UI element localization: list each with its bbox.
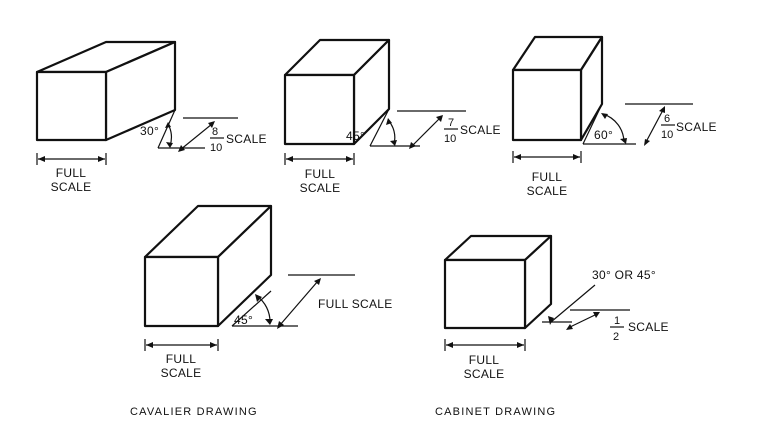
angle-label: 30° — [140, 124, 159, 138]
figure-cavalier: 45° FULL SCALE FULL SCALE CAVALIER DRAWI… — [130, 204, 393, 418]
box-front-face — [511, 68, 583, 142]
scale-label: SCALE — [51, 180, 92, 194]
depth-scale-marker: 8 10 SCALE — [178, 117, 267, 154]
depth-scale-marker: FULL SCALE — [277, 274, 393, 329]
scale-label: SCALE — [527, 184, 568, 198]
depth-scale-marker: 1 2 SCALE — [566, 309, 669, 343]
box-cabinet — [443, 234, 553, 330]
angle-marker-cabinet: 30° OR 45° — [542, 268, 656, 325]
scale-label: SCALE — [676, 120, 717, 134]
box-60 — [511, 35, 604, 142]
angle-marker-60: 60° — [582, 103, 636, 145]
angle-marker-45: 45° — [346, 108, 420, 147]
full-scale-dimension: FULL SCALE — [36, 153, 107, 194]
fraction-denominator: 10 — [210, 142, 222, 154]
full-label: FULL — [305, 167, 336, 181]
depth-label: FULL SCALE — [318, 297, 393, 311]
full-label: FULL — [166, 352, 197, 366]
box-45 — [283, 38, 391, 146]
full-scale-dimension: FULL SCALE — [284, 153, 355, 195]
scale-label: SCALE — [460, 123, 501, 137]
scale-label: SCALE — [300, 181, 341, 195]
depth-scale-marker: 6 10 SCALE — [625, 103, 717, 146]
angle-marker-30: 30° — [140, 109, 205, 149]
scale-label: SCALE — [161, 366, 202, 380]
figure-30-degree: 30° 8 10 SCALE FULL SCALE — [35, 40, 267, 194]
angle-label: 60° — [594, 128, 613, 142]
scale-label: SCALE — [464, 367, 505, 381]
angle-label: 30° OR 45° — [592, 268, 656, 282]
angle-label: 45° — [234, 313, 253, 327]
full-label: FULL — [532, 170, 563, 184]
fraction-denominator: 10 — [444, 133, 456, 145]
caption-cabinet: CABINET DRAWING — [435, 406, 556, 418]
fraction-denominator: 10 — [661, 129, 673, 141]
box-front-face — [35, 70, 108, 142]
scale-label: SCALE — [628, 320, 669, 334]
box-front-face — [143, 255, 220, 328]
angle-marker-cavalier: 45° — [231, 290, 298, 327]
depth-scale-marker: 7 10 SCALE — [397, 110, 501, 149]
full-scale-dimension: FULL SCALE — [512, 151, 582, 198]
figure-cabinet: 30° OR 45° 1 2 SCALE FULL SCALE CABINET … — [435, 234, 669, 418]
box-cavalier — [143, 204, 273, 328]
box-30 — [35, 40, 177, 142]
full-scale-dimension: FULL SCALE — [144, 339, 219, 380]
fraction-numerator: 6 — [664, 113, 670, 125]
box-front-face — [443, 258, 527, 330]
caption-cavalier: CAVALIER DRAWING — [130, 406, 258, 418]
fraction-numerator: 8 — [212, 126, 218, 138]
full-scale-dimension: FULL SCALE — [444, 339, 526, 381]
full-label: FULL — [56, 166, 87, 180]
figure-45-degree: 45° 7 10 SCALE FULL SCALE — [283, 38, 501, 195]
box-front-face — [283, 73, 356, 146]
scale-label: SCALE — [226, 132, 267, 146]
angle-label: 45° — [346, 129, 365, 143]
fraction-numerator: 7 — [448, 117, 454, 129]
figure-60-degree: 60° 6 10 SCALE FULL SCALE — [511, 35, 717, 198]
fraction-denominator: 2 — [613, 331, 619, 343]
full-label: FULL — [469, 353, 500, 367]
fraction-numerator: 1 — [614, 315, 620, 327]
